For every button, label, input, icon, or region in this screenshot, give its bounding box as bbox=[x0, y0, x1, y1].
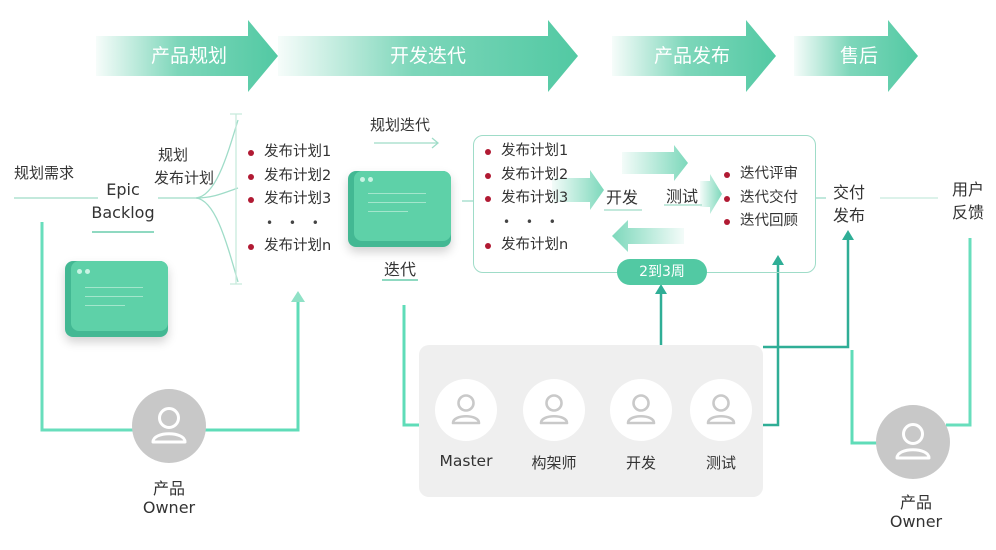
list-item: 迭代回顾 bbox=[724, 210, 798, 234]
delivery-label-line2: 发布 bbox=[832, 206, 865, 225]
iteration-plan-list: 发布计划1 发布计划2 发布计划3 • • • 发布计划n bbox=[485, 140, 568, 258]
person-icon bbox=[706, 394, 736, 425]
person-icon bbox=[451, 394, 481, 425]
planning-label-line1: 规划 bbox=[158, 146, 189, 164]
flow-arrow-to-develop bbox=[552, 170, 604, 210]
review-list: 迭代评审 迭代交付 迭代回顾 bbox=[724, 163, 798, 234]
owner-right-loop bbox=[850, 350, 880, 445]
list-item: 发布计划1 bbox=[485, 140, 568, 164]
team-member-label: 开发 bbox=[625, 454, 656, 472]
kanban-board-icon bbox=[65, 261, 168, 337]
product-owner-label-line1: 产品 bbox=[152, 479, 185, 498]
iteration-underline bbox=[382, 279, 418, 281]
flow-arrow-back bbox=[612, 220, 684, 252]
planning-label-line2: 发布计划 bbox=[154, 169, 215, 187]
scrum-master-avatar bbox=[435, 379, 497, 441]
product-owner-label-line2: Owner bbox=[889, 512, 943, 531]
person-icon bbox=[895, 423, 931, 460]
stage-development: 开发迭代 bbox=[278, 20, 578, 92]
product-owner-avatar bbox=[876, 405, 950, 479]
feedback-label-line1: 用户 bbox=[951, 180, 984, 199]
product-owner-label-line2: Owner bbox=[142, 498, 196, 517]
list-item: 迭代交付 bbox=[724, 187, 798, 211]
stage-release: 产品发布 bbox=[612, 20, 776, 92]
product-owner-avatar bbox=[132, 389, 206, 463]
stage-label: 产品规划 bbox=[150, 45, 227, 67]
person-icon bbox=[151, 407, 187, 444]
planning-requirement-label: 规划需求 bbox=[14, 164, 75, 182]
stage-label: 售后 bbox=[839, 45, 878, 67]
product-owner-label-line1: 产品 bbox=[899, 493, 932, 512]
list-item: 迭代评审 bbox=[724, 163, 798, 187]
fan-curve-mid bbox=[195, 187, 239, 199]
list-item: 发布计划2 bbox=[248, 165, 331, 189]
iteration-label: 迭代 bbox=[383, 260, 416, 279]
test-label: 测试 bbox=[666, 187, 699, 206]
flow-arrow-to-test bbox=[622, 145, 688, 181]
fan-curve-top bbox=[195, 119, 239, 199]
team-member-label: 构架师 bbox=[531, 454, 577, 472]
feedback-label-line2: 反馈 bbox=[951, 203, 984, 222]
duration-badge: 2到3周 bbox=[617, 259, 707, 285]
list-item: 发布计划3 bbox=[248, 188, 331, 212]
team-to-delivery-line bbox=[763, 236, 850, 349]
list-item: 发布计划3 bbox=[485, 187, 568, 211]
list-item: 发布计划1 bbox=[248, 141, 331, 165]
flow-arrow-to-review bbox=[700, 174, 722, 214]
list-item: 发布计划n bbox=[485, 234, 568, 258]
fan-curve-bottom bbox=[195, 197, 239, 283]
kanban-board-icon bbox=[348, 171, 451, 247]
owner-left-loop bbox=[40, 222, 134, 432]
tester-avatar bbox=[690, 379, 752, 441]
list-ellipsis: • • • bbox=[503, 214, 562, 229]
backlog-label: Backlog bbox=[91, 203, 155, 222]
list-ellipsis: • • • bbox=[266, 215, 325, 230]
developer-avatar bbox=[610, 379, 672, 441]
stage-planning: 产品规划 bbox=[96, 20, 278, 92]
stage-label: 开发迭代 bbox=[389, 45, 466, 67]
iteration-planning-label: 规划迭代 bbox=[370, 116, 431, 134]
epic-underline bbox=[92, 231, 154, 233]
list-item: 发布计划2 bbox=[485, 164, 568, 188]
develop-label: 开发 bbox=[606, 188, 639, 207]
person-icon bbox=[626, 394, 656, 425]
release-plan-list: 发布计划1 发布计划2 发布计划3 • • • 发布计划n bbox=[248, 141, 331, 259]
delivery-label-line1: 交付 bbox=[832, 183, 865, 202]
stage-label: 产品发布 bbox=[653, 45, 730, 67]
stage-after-sales: 售后 bbox=[794, 20, 918, 92]
team-to-review-line bbox=[763, 262, 780, 427]
list-item: 发布计划n bbox=[248, 235, 331, 259]
team-member-label: Master bbox=[439, 452, 493, 470]
epic-label: Epic bbox=[106, 180, 140, 199]
team-member-label: 测试 bbox=[705, 454, 736, 472]
architect-avatar bbox=[523, 379, 585, 441]
person-icon bbox=[539, 394, 569, 425]
